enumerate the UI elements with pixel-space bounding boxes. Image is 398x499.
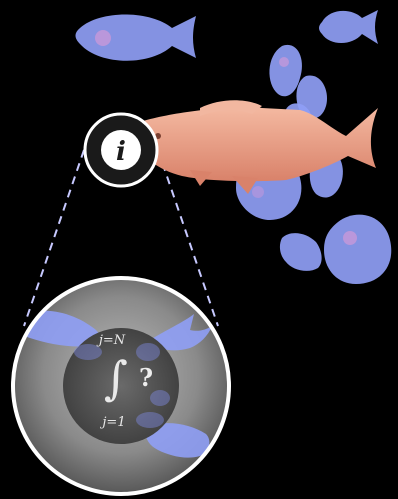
- background-fish: [280, 233, 322, 271]
- info-badge[interactable]: i: [85, 114, 157, 186]
- lower-limit: j=1: [99, 415, 125, 430]
- background-fish: [324, 215, 391, 284]
- background-fish: [76, 15, 197, 61]
- background-fish: [269, 45, 302, 96]
- integral-symbol: ∫: [104, 351, 128, 405]
- info-icon-letter: i: [116, 137, 126, 167]
- upper-limit: j=N: [96, 333, 126, 348]
- unknown-symbol: ?: [139, 363, 153, 392]
- background-fish: [319, 10, 378, 44]
- magnifier: j=N ∫ ? j=1: [13, 278, 229, 494]
